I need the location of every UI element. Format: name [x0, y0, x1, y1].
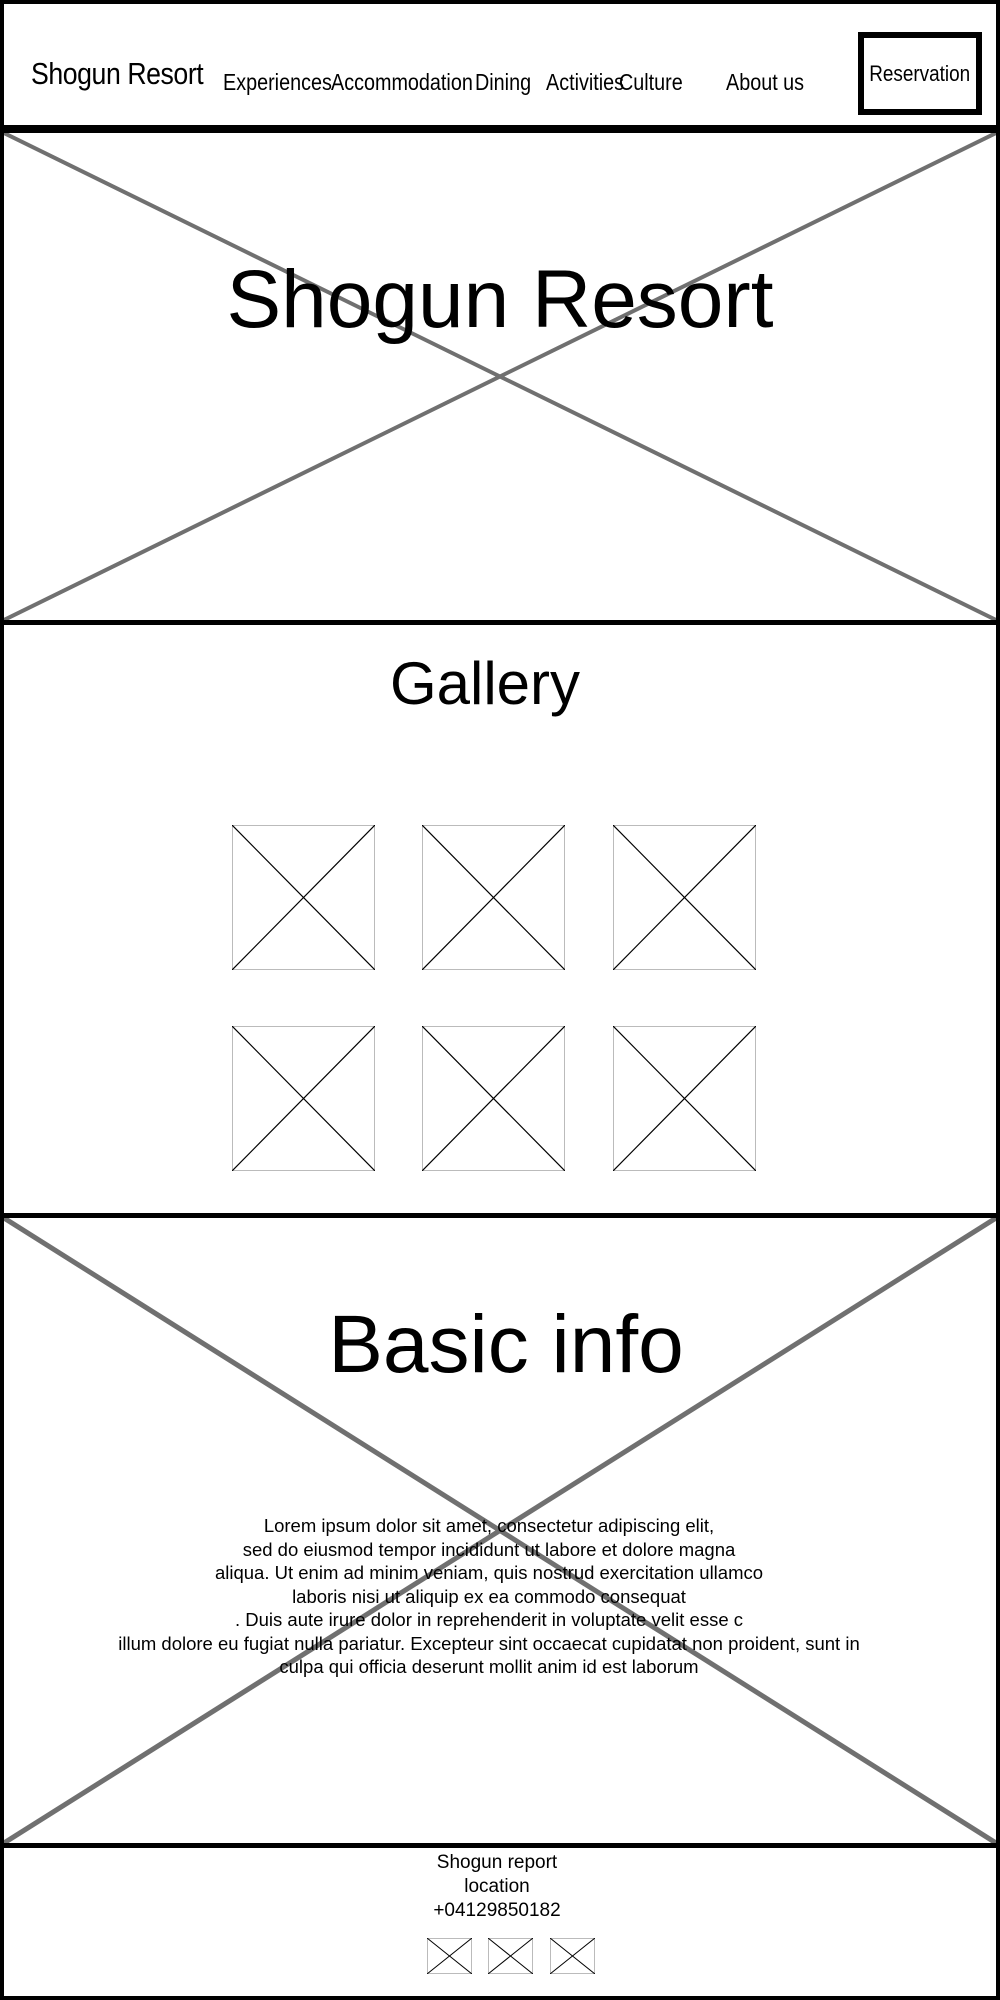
basic-info-title: Basic info [328, 1299, 684, 1390]
info-text-line: illum dolore eu fugiat nulla pariatur. E… [118, 1632, 860, 1654]
image-placeholder-icon [232, 825, 375, 970]
image-placeholder-icon [422, 825, 565, 970]
footer-phone: +04129850182 [433, 1900, 561, 1921]
image-placeholder-icon [427, 1938, 472, 1974]
reservation-button[interactable]: Reservation [858, 32, 982, 115]
info-text-line: Lorem ipsum dolor sit amet, consectetur … [263, 1515, 715, 1536]
image-placeholder-icon [613, 825, 756, 970]
brand-logo-text[interactable]: Shogun Resort [31, 56, 204, 91]
gallery-image-4[interactable] [232, 1026, 375, 1171]
info-background-image-placeholder [4, 1218, 996, 1843]
social-link-3[interactable] [550, 1938, 595, 1974]
nav-item-experiences[interactable]: Experiences [223, 69, 332, 95]
hero-image-placeholder [4, 133, 996, 620]
hero-section: Shogun Resort [0, 133, 1000, 625]
social-link-1[interactable] [427, 1938, 472, 1974]
image-placeholder-icon [422, 1026, 565, 1171]
basic-info-text: Lorem ipsum dolor sit amet, consectetur … [4, 1514, 974, 1679]
gallery-title: Gallery [389, 650, 581, 717]
basic-info-section: Basic info Lorem ipsum dolor sit amet, c… [0, 1218, 1000, 1848]
image-placeholder-icon [232, 1026, 375, 1171]
gallery-section: Gallery [0, 625, 1000, 1218]
image-placeholder-icon [613, 1026, 756, 1171]
gallery-image-5[interactable] [422, 1026, 565, 1171]
nav-item-about-us[interactable]: About us [726, 69, 805, 95]
social-link-2[interactable] [488, 1938, 533, 1974]
hero-title: Shogun Resort [226, 254, 774, 345]
footer-location: location [464, 1876, 530, 1897]
info-text-line: . Duis aute irure dolor in reprehenderit… [235, 1609, 743, 1630]
site-header: Shogun Resort Experiences Accommodation … [0, 0, 1000, 133]
nav-item-dining[interactable]: Dining [475, 69, 532, 95]
gallery-image-6[interactable] [613, 1026, 756, 1171]
nav-item-activities[interactable]: Activities [546, 69, 625, 95]
gallery-image-2[interactable] [422, 825, 565, 970]
info-text-line: laboris nisi ut aliquip ex ea commodo co… [292, 1585, 686, 1607]
gallery-image-3[interactable] [613, 825, 756, 970]
nav-item-accommodation[interactable]: Accommodation [331, 69, 473, 95]
info-text-line: aliqua. Ut enim ad minim veniam, quis no… [214, 1562, 764, 1583]
image-placeholder-icon [488, 1938, 533, 1974]
gallery-image-1[interactable] [232, 825, 375, 970]
footer-name: Shogun report [436, 1852, 558, 1873]
site-footer: Shogun report location +04129850182 [0, 1848, 1000, 2000]
image-placeholder-icon [550, 1938, 595, 1974]
info-text-line: sed do eiusmod tempor incididunt ut labo… [242, 1538, 736, 1560]
info-text-line: culpa qui officia deserunt mollit anim i… [279, 1656, 699, 1677]
nav-item-culture[interactable]: Culture [619, 69, 683, 95]
reservation-button-label: Reservation [869, 60, 971, 86]
